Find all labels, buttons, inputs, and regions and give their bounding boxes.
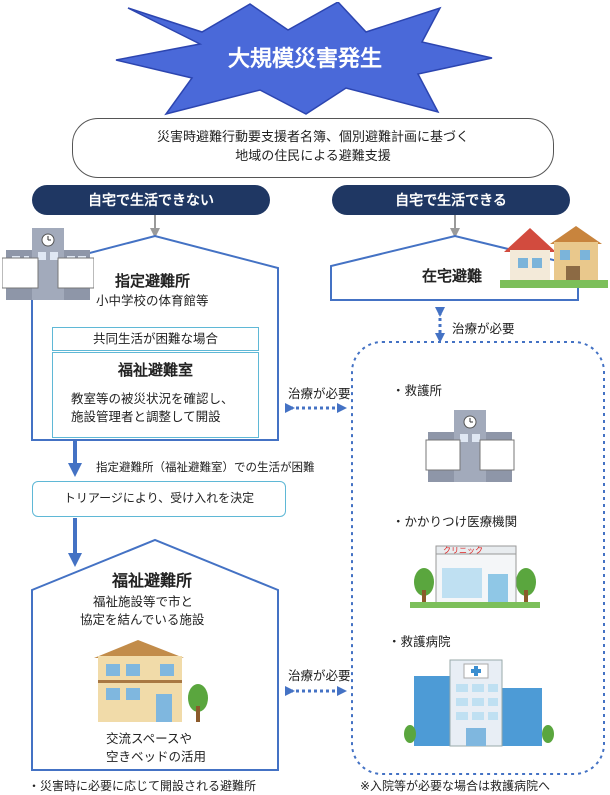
medical-item-first-aid-station: ・救護所 [392, 383, 443, 398]
clinic-building-icon [410, 545, 540, 608]
welfare-facility-building-icon [94, 640, 208, 722]
designated-shelter-subtitle: 小中学校の体育館等 [96, 293, 209, 308]
welfare-shelter-desc-2: 協定を結んでいる施設 [80, 612, 205, 627]
houses-icon [500, 226, 608, 288]
support-line-2: 地域の住民による避難支援 [235, 149, 391, 164]
triage-box: トリアージにより、受け入れを決定 [32, 481, 286, 517]
support-line-1: 災害時避難行動要支援者名簿、個別避難計画に基づく [156, 130, 469, 146]
medical-item-rescue-hospital: ・救護病院 [388, 634, 451, 649]
treatment-needed-label-top: 治療が必要 [452, 321, 515, 336]
footnote-right: ※入院等が必要な場合は救護病院へ [360, 779, 551, 793]
welfare-room-title: 福祉避難室 [117, 361, 193, 379]
disaster-title: 大規模災害発生 [227, 47, 382, 72]
welfare-shelter-use-1: 交流スペースや [106, 731, 193, 746]
school-building-icon [2, 228, 94, 300]
footnote-left: ・災害時に必要に応じて開設される避難所 [28, 779, 257, 793]
treatment-needed-label-mid: 治療が必要 [288, 386, 351, 401]
welfare-room-box: 福祉避難室 教室等の被災状況を確認し、 施設管理者と調整して開設 [52, 352, 259, 438]
treatment-needed-label-bottom: 治療が必要 [288, 668, 351, 683]
first-aid-station-building-icon [425, 410, 515, 482]
disaster-burst [115, 2, 493, 116]
medical-item-family-clinic: ・かかりつけ医療機関 [392, 514, 518, 529]
welfare-shelter-title: 福祉避難所 [112, 571, 193, 590]
welfare-shelter-use-2: 空きベッドの活用 [106, 749, 207, 764]
welfare-room-desc-2: 施設管理者と調整して開設 [71, 409, 221, 425]
welfare-shelter-desc-1: 福祉施設等で市と [93, 594, 194, 609]
hospital-building-icon [404, 659, 554, 747]
home-evac-title: 在宅避難 [422, 267, 483, 285]
support-box: 災害時避難行動要支援者名簿、個別避難計画に基づく 地域の住民による避難支援 [72, 118, 554, 178]
triage-text: トリアージにより、受け入れを決定 [63, 491, 255, 506]
difficulty-note: 指定避難所（福祉避難室）での生活が困難 [96, 460, 315, 474]
header-can-live-at-home: 自宅で生活できる [332, 185, 570, 215]
clinic-sign: クリニック [443, 546, 483, 555]
shared-living-difficult-note: 共同生活が困難な場合 [52, 327, 259, 351]
welfare-room-desc-1: 教室等の被災状況を確認し、 [71, 391, 234, 406]
header-cannot-live-at-home: 自宅で生活できない [32, 185, 270, 215]
designated-shelter-title: 指定避難所 [115, 272, 191, 290]
